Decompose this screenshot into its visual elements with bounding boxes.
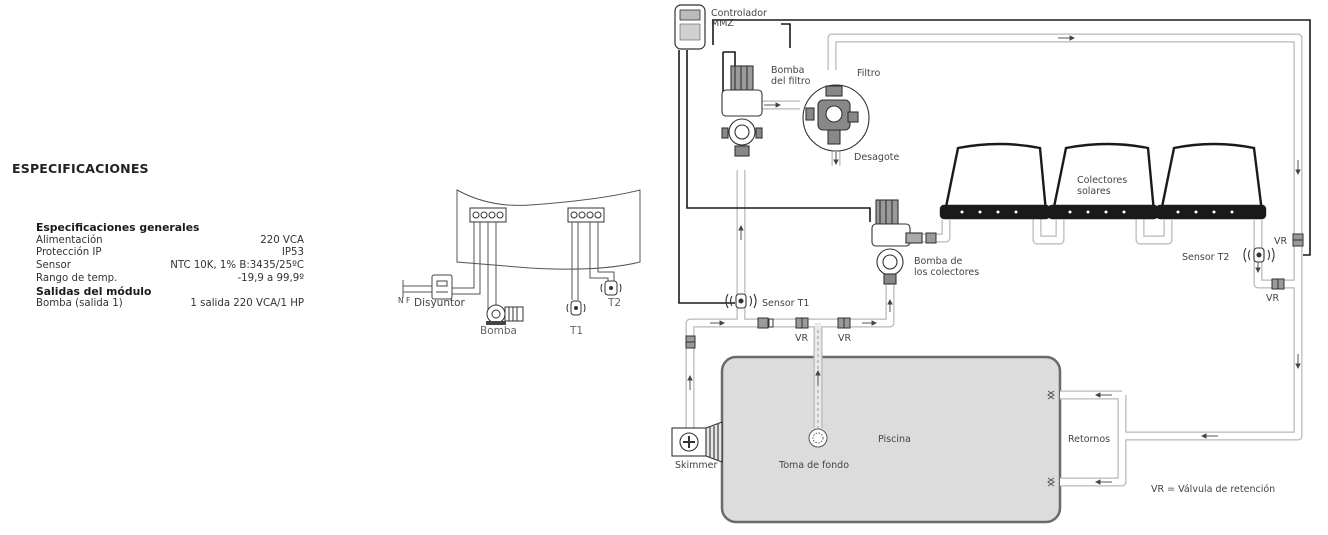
solar-collector-icon <box>1047 142 1159 220</box>
check-valve-icon <box>795 317 809 329</box>
spec-label: Sensor <box>36 260 71 272</box>
spec-section-heading: Especificaciones generales <box>36 221 200 234</box>
returns-label: Retornos <box>1068 434 1110 445</box>
filter-pump-label-1: Bomba <box>771 65 804 76</box>
check-valve-icon <box>685 335 696 349</box>
controller-label-2: MMZ <box>711 18 734 29</box>
check-valve-icon <box>837 317 851 329</box>
spec-title: ESPECIFICACIONES <box>12 161 149 176</box>
solar-collector-icon <box>939 142 1051 220</box>
sensor-t2-icon <box>600 280 622 296</box>
spec-label: Bomba (salida 1) <box>36 298 123 310</box>
spec-value: -19,9 a 99,9º <box>237 272 304 284</box>
check-valve-icon <box>757 317 774 329</box>
sensor-t1-icon <box>566 300 586 316</box>
check-valve-icon <box>1271 278 1285 290</box>
sensor-t2-hyd-icon <box>1243 247 1275 263</box>
solar-collectors <box>939 142 1267 220</box>
vr-label: VR <box>1266 293 1279 304</box>
main-drain-label: Toma de fondo <box>778 460 849 471</box>
sensor-t1-hyd-icon <box>725 293 757 309</box>
spec-row: Bomba (salida 1) 1 salida 220 VCA/1 HP <box>36 298 304 311</box>
collector-pump-icon <box>871 199 923 285</box>
vr-label: VR <box>795 333 808 344</box>
legend-label: VR = Válvula de retención <box>1151 484 1275 495</box>
filter-label: Filtro <box>857 68 880 79</box>
collectors-label-1: Colectores <box>1077 175 1127 186</box>
t1-label: T1 <box>569 325 583 337</box>
collector-pump-label-1: Bomba de <box>914 256 962 267</box>
return-nozzles <box>1047 390 1055 487</box>
spec-table: Especificaciones generales Alimentación … <box>36 221 304 311</box>
spec-value: NTC 10K, 1% B:3435/25ºC <box>170 260 304 272</box>
filter-pump-icon <box>721 65 763 157</box>
vr-label: VR <box>1274 236 1287 247</box>
terminal-block-right <box>567 207 605 223</box>
skimmer-label: Skimmer <box>675 460 718 471</box>
breaker-icon <box>431 274 453 300</box>
sensor-t1-label: Sensor T1 <box>762 298 809 309</box>
breaker-label: Disyuntor <box>414 297 466 309</box>
spec-value: IP53 <box>281 247 304 259</box>
filter-pump-label-2: del filtro <box>771 76 811 87</box>
t2-label: T2 <box>607 297 621 309</box>
spec-row: Protección IP IP53 <box>36 247 304 260</box>
pump-icon <box>486 304 524 325</box>
skimmer-icon <box>671 421 723 463</box>
spec-section-heading: Salidas del módulo <box>36 284 152 298</box>
drain-label: Desagote <box>854 152 899 163</box>
spec-label: Rango de temp. <box>36 272 118 284</box>
supply-label: N F <box>398 296 410 305</box>
check-valves <box>685 232 1304 349</box>
spec-row: Alimentación 220 VCA <box>36 235 304 248</box>
spec-label: Protección IP <box>36 247 102 259</box>
return-nozzle-icon <box>1047 477 1055 487</box>
labels: Controlador MMZ Bomba del filtro Filtro … <box>675 8 1287 495</box>
sensor-t2-label: Sensor T2 <box>1182 252 1229 263</box>
collectors-label-2: solares <box>1077 186 1111 197</box>
pump-label: Bomba <box>480 325 517 337</box>
control-cables <box>678 19 1311 304</box>
collector-pump-label-2: los colectores <box>914 267 979 278</box>
return-nozzle-icon <box>1047 390 1055 400</box>
check-valve-icon <box>1292 233 1304 247</box>
spec-row: Rango de temp. -19,9 a 99,9º <box>36 273 304 286</box>
pool-label: Piscina <box>878 434 911 445</box>
spec-value: 1 salida 220 VCA/1 HP <box>190 298 304 310</box>
controller-label-1: Controlador <box>711 8 767 19</box>
main-drain-icon <box>808 428 828 448</box>
solar-collector-icon <box>1155 142 1267 220</box>
vr-label: VR <box>838 333 851 344</box>
check-valve-icon <box>925 232 937 244</box>
spec-label: Alimentación <box>36 234 103 246</box>
controller-mmz-icon <box>674 4 706 50</box>
filter-icon <box>802 84 870 152</box>
flow-arrows <box>687 35 1301 485</box>
spec-value: 220 VCA <box>260 234 304 246</box>
spec-row: Sensor NTC 10K, 1% B:3435/25ºC <box>36 260 304 273</box>
